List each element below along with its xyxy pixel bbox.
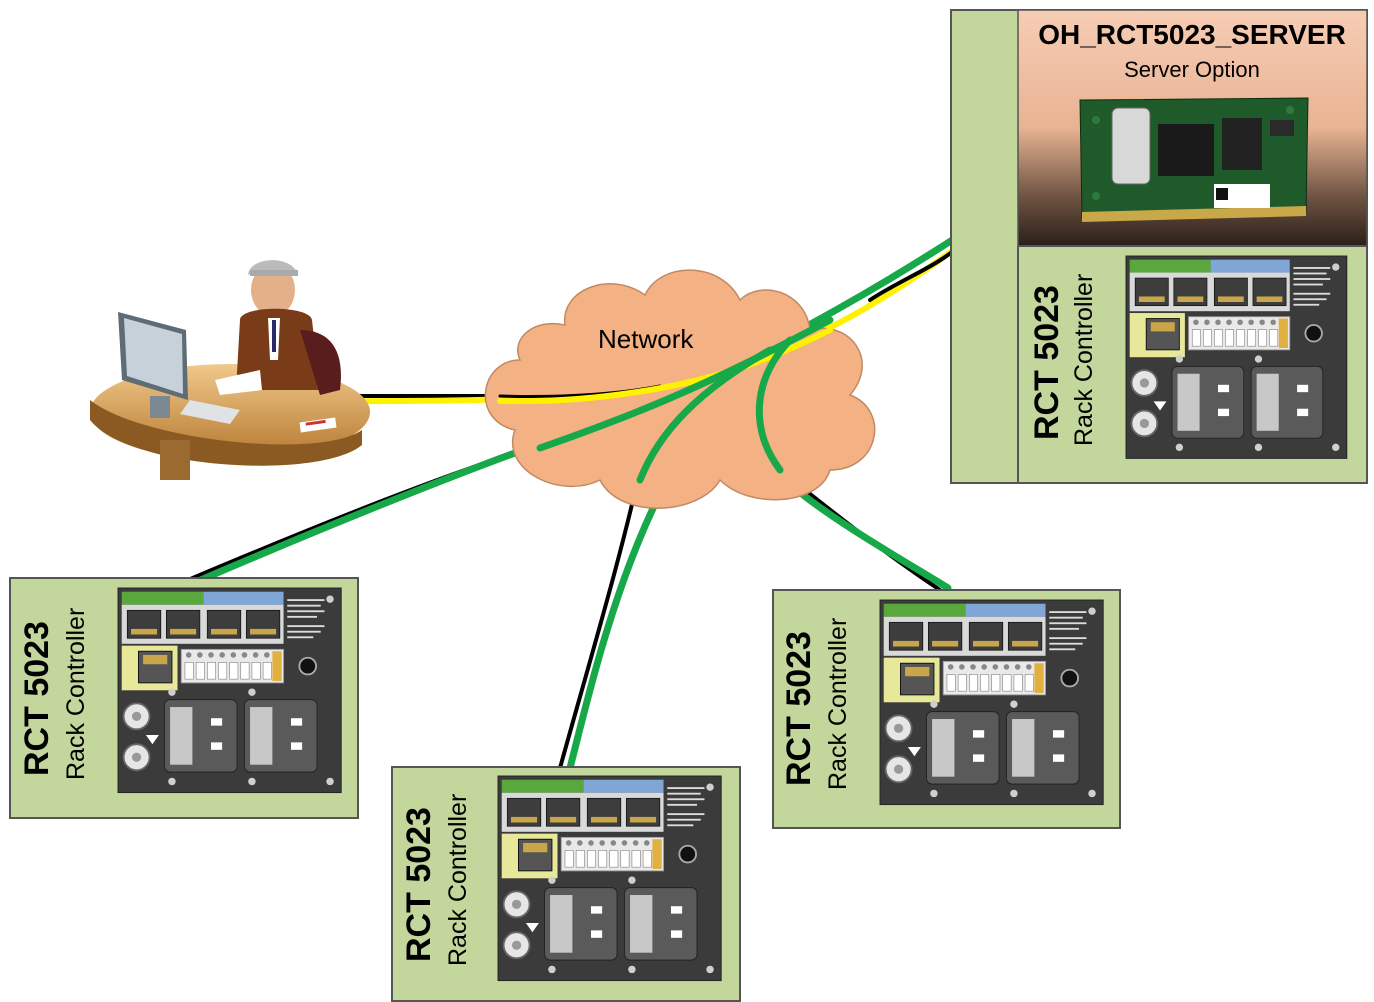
server-subtitle: Server Option bbox=[1124, 57, 1260, 82]
network-cloud-icon: Network bbox=[484, 269, 876, 509]
server-module-icon bbox=[1079, 97, 1309, 222]
rack-controller-middle: RCT 5023 Rack Controller bbox=[391, 766, 741, 1002]
controller-title: RCT 5023 bbox=[1028, 285, 1066, 440]
server-controller-label: RCT 5023 Rack Controller bbox=[1028, 274, 1098, 446]
controller-title: RCT 5023 bbox=[400, 807, 438, 962]
server-rack-box: OH_RCT5023_SERVER Server Option RCT 5023… bbox=[950, 9, 1368, 484]
controller-subtitle: Rack Controller bbox=[824, 618, 852, 790]
controller-panel-icon bbox=[497, 775, 723, 982]
controller-subtitle: Rack Controller bbox=[1070, 274, 1098, 446]
network-label: Network bbox=[598, 324, 694, 354]
controller-panel-icon bbox=[117, 587, 343, 794]
controller-subtitle: Rack Controller bbox=[62, 608, 90, 780]
controller-subtitle: Rack Controller bbox=[444, 794, 472, 966]
controller-title: RCT 5023 bbox=[18, 621, 56, 776]
server-title: OH_RCT5023_SERVER bbox=[1038, 19, 1346, 50]
controller-title: RCT 5023 bbox=[780, 631, 818, 786]
controller-panel-icon bbox=[879, 599, 1105, 806]
rack-controller-left: RCT 5023 Rack Controller bbox=[9, 577, 359, 819]
rack-controller-right: RCT 5023 Rack Controller bbox=[772, 589, 1121, 829]
user-workstation-icon bbox=[90, 260, 370, 480]
controller-panel-icon bbox=[1125, 255, 1348, 460]
